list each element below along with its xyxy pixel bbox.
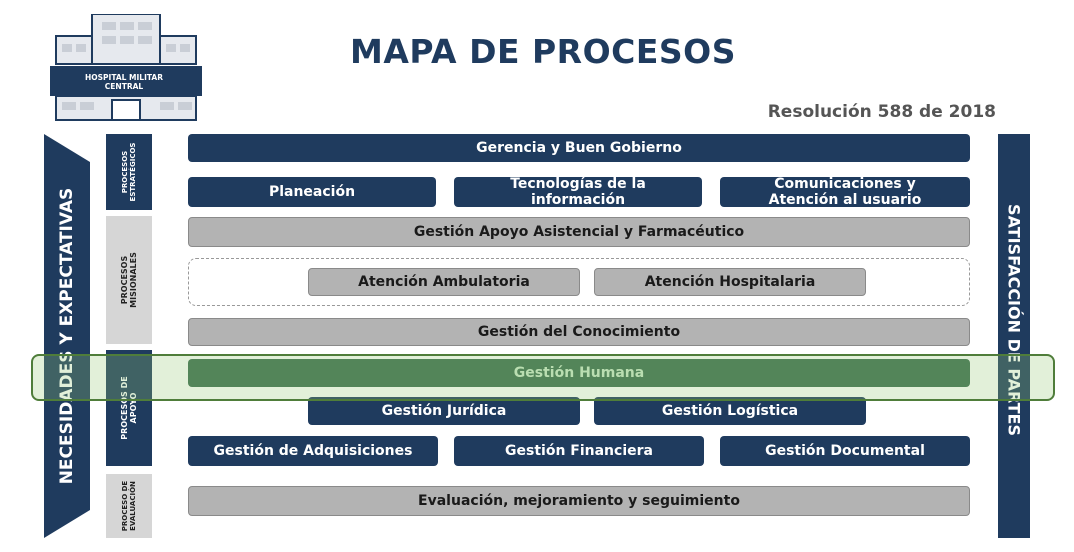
process-juridica[interactable]: Gestión Jurídica: [308, 397, 580, 425]
category-missional-line2: MISIONALES: [129, 252, 138, 308]
process-hospitalaria[interactable]: Atención Hospitalaria: [594, 268, 866, 296]
category-strategic-line1: PROCESOS: [121, 150, 129, 194]
process-financiera[interactable]: Gestión Financiera: [454, 436, 704, 466]
process-ambulatoria[interactable]: Atención Ambulatoria: [308, 268, 580, 296]
category-evaluation-line2: EVALUACIÓN: [129, 481, 137, 531]
category-strategic: PROCESOS ESTRATÉGICOS: [106, 134, 152, 210]
process-humana[interactable]: Gestión Humana: [188, 359, 970, 387]
process-conocimiento[interactable]: Gestión del Conocimiento: [188, 318, 970, 346]
category-missional-line1: PROCESOS: [120, 255, 129, 305]
page-title: MAPA DE PROCESOS: [350, 32, 736, 71]
process-logistica[interactable]: Gestión Logística: [594, 397, 866, 425]
process-adquisiciones[interactable]: Gestión de Adquisiciones: [188, 436, 438, 466]
category-evaluation-line1: PROCESO DE: [121, 480, 129, 532]
right-output-arrow: [998, 134, 1030, 538]
missional-care-group: [188, 258, 970, 306]
process-tecnologias-line1: Tecnologías de la: [510, 176, 646, 192]
category-evaluation: PROCESO DE EVALUACIÓN: [106, 474, 152, 538]
right-arrow-label: SATISFACCIÓN DE PARTES: [1004, 204, 1024, 436]
hospital-building-icon: [50, 13, 202, 121]
process-tecnologias-line2: información: [530, 192, 626, 208]
process-documental[interactable]: Gestión Documental: [720, 436, 970, 466]
process-evaluacion[interactable]: Evaluación, mejoramiento y seguimiento: [188, 486, 970, 516]
left-arrow-label: NECESIDADES Y EXPECTATIVAS: [57, 187, 77, 485]
process-apoyo-asistencial[interactable]: Gestión Apoyo Asistencial y Farmacéutico: [188, 217, 970, 247]
process-gerencia[interactable]: Gerencia y Buen Gobierno: [188, 134, 970, 162]
category-support: PROCESOS DE APOYO: [106, 350, 152, 466]
selection-highlight: [31, 354, 1055, 401]
process-planeacion[interactable]: Planeación: [188, 177, 436, 207]
process-comunicaciones-line1: Comunicaciones y: [774, 176, 916, 192]
process-comunicaciones[interactable]: Comunicaciones y Atención al usuario: [720, 176, 970, 208]
logo-line1: HOSPITAL MILITAR: [84, 73, 163, 82]
logo-label: HOSPITAL MILITAR CENTRAL: [48, 66, 200, 98]
resolution-label: Resolución 588 de 2018: [767, 102, 996, 122]
process-comunicaciones-line2: Atención al usuario: [768, 192, 922, 208]
process-tecnologias[interactable]: Tecnologías de la información: [454, 176, 702, 208]
hospital-logo: HOSPITAL MILITAR CENTRAL: [48, 13, 208, 124]
logo-line2: CENTRAL: [104, 82, 144, 91]
category-strategic-line2: ESTRATÉGICOS: [129, 142, 137, 202]
category-missional: PROCESOS MISIONALES: [106, 216, 152, 344]
left-input-arrow: [44, 134, 90, 538]
